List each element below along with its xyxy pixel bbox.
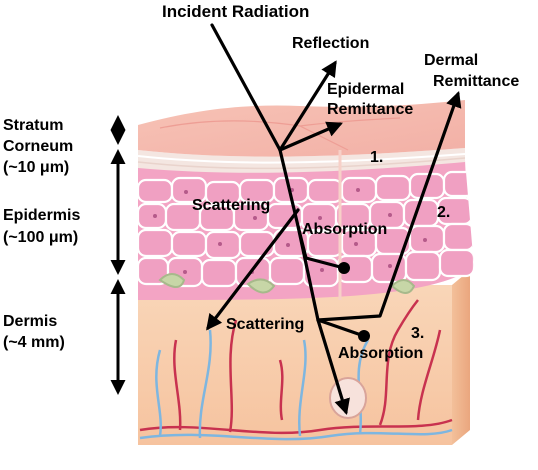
path-number-3: 3. [411, 325, 424, 342]
label-dermal-remittance-2: Remittance [433, 73, 519, 90]
epidermal-remittance-arrow [278, 121, 343, 152]
stratum-corneum-layer [138, 148, 465, 173]
label-dermis-1: Dermis [3, 313, 57, 330]
hair-bulb [329, 377, 367, 419]
label-dermis-2: (~4 mm) [3, 334, 65, 351]
epidermal-absorption-dot [338, 262, 350, 274]
incident-beam [210, 23, 282, 152]
label-dermal-remittance-1: Dermal [424, 52, 478, 69]
path-number-1: 1. [370, 149, 383, 166]
label-epidermal-remittance-1: Epidermal [327, 81, 404, 98]
label-epidermis-1: Epidermis [3, 207, 80, 224]
label-scattering-dermis: Scattering [226, 316, 304, 333]
path-number-2: 2. [437, 204, 450, 221]
label-epidermis-2: (~100 μm) [3, 229, 78, 246]
radiation-paths [206, 23, 462, 416]
melanocytes [158, 273, 416, 294]
label-absorption-dermis: Absorption [338, 345, 423, 362]
label-stratum-corneum-1: Stratum [3, 117, 63, 134]
dermal-absorption-dot [358, 330, 370, 342]
dermis-side-face [452, 270, 470, 445]
dermal-remittance-arrow [316, 90, 462, 322]
label-reflection: Reflection [292, 35, 369, 52]
title-incident-radiation: Incident Radiation [162, 2, 309, 21]
dermis-layer [138, 285, 452, 445]
refracted-beam [278, 148, 350, 416]
label-epidermal-remittance-2: Remittance [327, 101, 413, 118]
reflection-arrow [278, 60, 337, 152]
label-stratum-corneum-2: Corneum [3, 138, 73, 155]
cell-nuclei [153, 188, 427, 274]
arteries [139, 299, 453, 435]
label-stratum-corneum-3: (~10 μm) [3, 159, 69, 176]
label-scattering-epidermis: Scattering [192, 197, 270, 214]
epidermal-absorption-path [296, 224, 346, 270]
skin-surface [138, 100, 465, 157]
dermal-absorption-path [316, 318, 366, 338]
epidermal-scatter-arrow [206, 208, 300, 331]
absorption-dots [338, 262, 370, 342]
skin-block [137, 100, 475, 445]
epidermis-cells [138, 170, 475, 288]
label-absorption-epidermis: Absorption [302, 221, 387, 238]
